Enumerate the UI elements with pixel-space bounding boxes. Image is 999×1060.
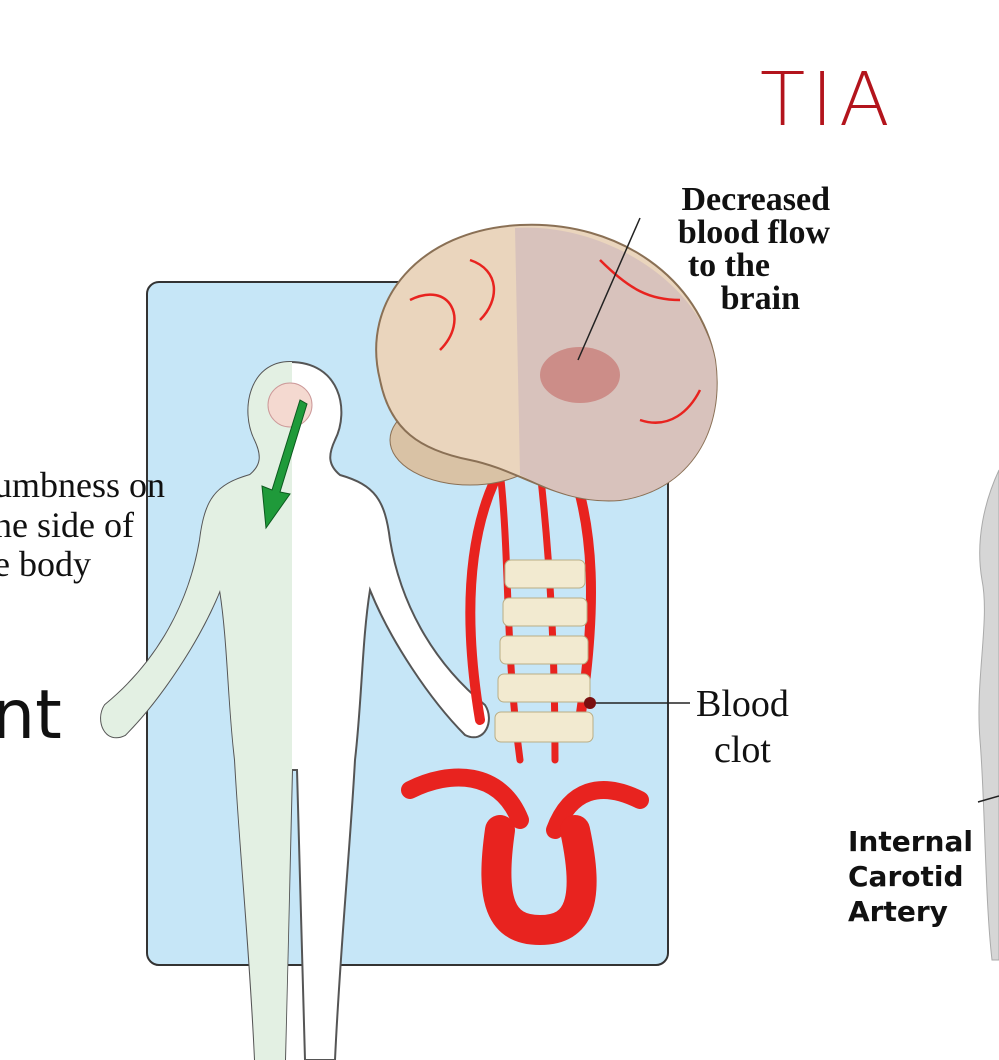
- label-line: umbness on: [0, 465, 165, 505]
- label-line: blood flow: [677, 213, 830, 251]
- label-line: Carotid: [848, 860, 964, 893]
- neck-silhouette: [978, 469, 999, 961]
- label-line: ne side of: [0, 504, 134, 545]
- ica-pointer: [977, 795, 999, 803]
- label-line: Internal: [848, 825, 973, 858]
- decreased-pointer: [577, 217, 641, 361]
- label-line: e body: [0, 544, 91, 585]
- decreased-blood-flow-label: Decreased blood flow to the brain: [640, 181, 830, 317]
- label-line: Artery: [848, 895, 948, 928]
- blood-clot: [584, 697, 596, 709]
- green-arrow-icon: [261, 399, 308, 530]
- title: TIA: [760, 57, 896, 143]
- human-figure: [100, 360, 490, 1060]
- internal-carotid-artery-label: Internal Carotid Artery: [848, 824, 973, 929]
- text-fragment: nt: [0, 676, 62, 755]
- label-line: Blood: [696, 683, 789, 725]
- brain: [375, 223, 718, 502]
- blood-clot-label: Blood clot: [696, 682, 789, 773]
- label-line: clot: [713, 728, 771, 771]
- spine: [494, 559, 594, 743]
- label-line: brain: [720, 279, 800, 317]
- label-line: Decreased: [681, 181, 830, 218]
- label-line: to the: [687, 246, 770, 284]
- numbness-label: umbness on ne side of e body: [0, 465, 165, 585]
